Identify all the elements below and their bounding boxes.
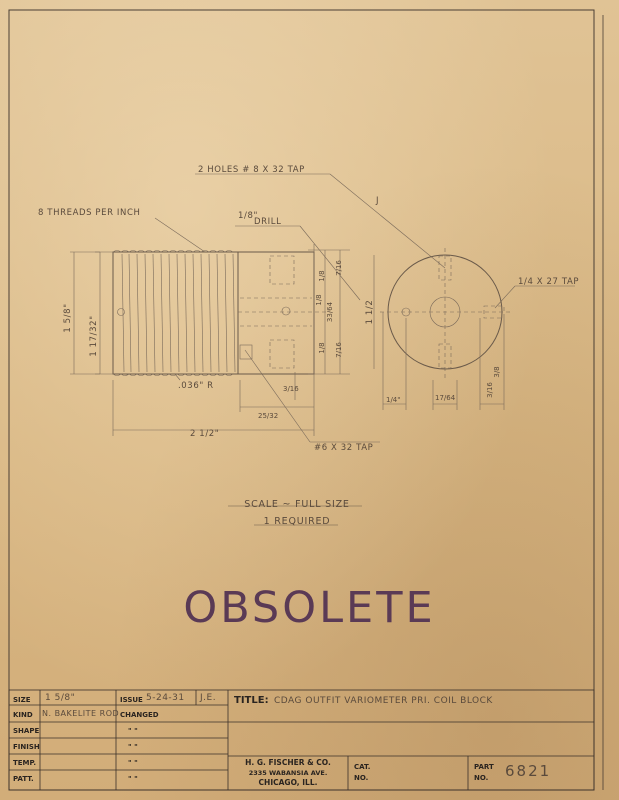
shape-label: SHAPE xyxy=(13,727,40,735)
issue-initials: J.E. xyxy=(200,693,217,703)
ditto-patt: " " xyxy=(128,775,138,783)
bottom-tap-note: #6 X 32 TAP xyxy=(314,443,373,453)
threads-note: 8 THREADS PER INCH xyxy=(38,208,141,218)
title-label: TITLE: xyxy=(234,695,269,706)
threaded-cylinder xyxy=(112,250,330,376)
issue-label: ISSUE xyxy=(120,696,143,704)
company-name: H. G. FISCHER & CO. xyxy=(245,758,331,767)
ditto-finish: " " xyxy=(128,743,138,751)
groove-radius-note: .036" R xyxy=(178,381,214,391)
part-no-label: NO. xyxy=(474,774,489,782)
cat-no-label: NO. xyxy=(354,774,369,782)
dim-end-17-64: 17/64 xyxy=(435,394,456,402)
dim-end-3-16: 3/16 xyxy=(486,382,494,398)
dim-overall-dia: 1 5/8" xyxy=(63,303,73,332)
dim-1-8-c: 1/8 xyxy=(318,342,326,353)
obsolete-stamp: OBSOLETE xyxy=(183,583,436,633)
issue-date: 5-24-31 xyxy=(146,693,185,703)
part-label: PART xyxy=(474,763,494,771)
j-mark: J xyxy=(375,196,379,206)
dim-3-16: 3/16 xyxy=(283,385,299,393)
dim-7-16-bottom: 7/16 xyxy=(335,342,343,358)
size-value: 1 5/8" xyxy=(45,693,76,703)
kind-label: KIND xyxy=(13,711,33,719)
company-street: 2335 WABANSIA AVE. xyxy=(248,769,328,777)
drill-note: DRILL xyxy=(254,217,281,227)
dim-33-64: 33/64 xyxy=(326,301,334,322)
title-value: CDAG OUTFIT VARIOMETER PRI. COIL BLOCK xyxy=(274,696,493,706)
scale-notes: SCALE ~ FULL SIZE 1 REQUIRED xyxy=(232,496,362,530)
ditto-shape: " " xyxy=(128,727,138,735)
side-tap-note: 1/4 X 27 TAP xyxy=(518,277,579,287)
kind-value: N. BAKELITE ROD xyxy=(42,709,120,718)
finish-label: FINISH xyxy=(13,743,40,751)
scale-note: SCALE ~ FULL SIZE xyxy=(244,499,350,510)
dim-root-dia: 1 17/32" xyxy=(89,315,99,356)
changed-label: CHANGED xyxy=(120,711,159,719)
dim-7-16-top: 7/16 xyxy=(335,260,343,276)
drill-fraction: 1/8" xyxy=(238,211,258,221)
company-address: H. G. FISCHER & CO. 2335 WABANSIA AVE. C… xyxy=(230,758,346,788)
dim-end-1-4: 1/4" xyxy=(386,396,401,404)
size-label: SIZE xyxy=(13,696,31,704)
ditto-temp: " " xyxy=(128,759,138,767)
cat-label: CAT. xyxy=(354,763,371,771)
dim-end-side: 3/8 xyxy=(493,366,501,377)
part-number: 6821 xyxy=(505,762,552,780)
dim-1-8-b: 1/8 xyxy=(315,294,323,305)
end-view xyxy=(373,248,510,410)
dim-end-dia: 1 1/2 xyxy=(365,300,375,325)
quantity-note: 1 REQUIRED xyxy=(263,516,331,527)
title-block-grid xyxy=(8,689,595,791)
company-city: CHICAGO, ILL. xyxy=(258,778,318,787)
holes-tap-note: 2 HOLES # 8 X 32 TAP xyxy=(198,165,305,175)
dim-1-8-a: 1/8 xyxy=(318,270,326,281)
cylinder-dimensions xyxy=(70,244,350,436)
outer-border xyxy=(8,9,595,791)
dim-25-32: 25/32 xyxy=(258,412,278,420)
leader-lines xyxy=(154,173,575,443)
dim-length: 2 1/2" xyxy=(190,429,219,439)
patt-label: PATT. xyxy=(13,775,34,783)
temp-label: TEMP. xyxy=(13,759,37,767)
